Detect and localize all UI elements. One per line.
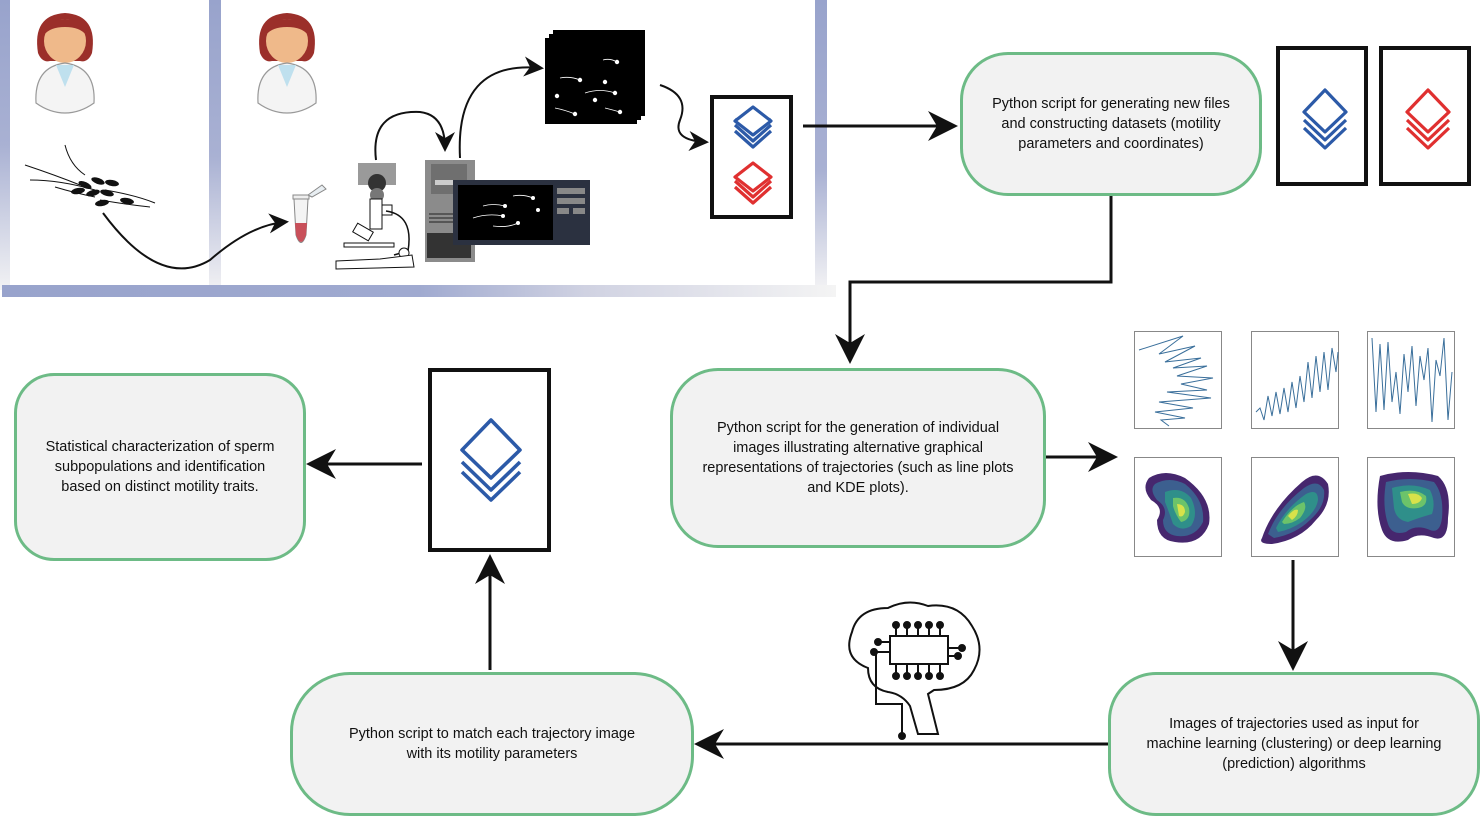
sperm-cells-icon [24,144,156,208]
line-plot-1 [1134,331,1222,429]
layers-stack-icon [733,161,773,205]
line-plot-2 [1251,331,1339,429]
kde-plot-1 [1134,457,1222,557]
image-generation-script-text: Python script for the generation of indi… [702,420,1014,496]
layers-stack-icon [1302,88,1348,150]
panel-bottom-border [2,285,836,297]
match-script-node: Python script to match each trajectory i… [290,672,694,816]
casa-computer-icon [425,160,590,262]
researcher-avatar-icon [257,13,317,114]
video-frames-icon [545,30,645,125]
microscope-camera-icon [335,163,415,270]
trajectory-line [1255,347,1339,421]
panel-left-border [0,0,10,290]
layers-stack-icon [733,105,773,149]
layers-stack-icon [1405,88,1451,150]
dataset-document [710,95,793,219]
dataset-script-text: Python script for generating new files a… [992,96,1230,152]
dataset-document-blue [1276,46,1368,186]
kde-plot-2 [1251,457,1339,557]
trajectory-line [1371,337,1453,423]
eppendorf-tube-icon [292,184,327,243]
statistical-characterization-node: Statistical characterization of sperm su… [14,373,306,561]
trajectory-line [1138,335,1214,427]
match-script-text: Python script to match each trajectory i… [348,726,636,762]
brain-chip-icon [848,601,981,740]
panel-divider [209,0,221,285]
panel-right-border [815,0,827,285]
kde-density [1145,473,1210,543]
dataset-document-red [1379,46,1471,186]
line-plot-3 [1367,331,1455,429]
kde-density [1377,472,1449,542]
ml-input-node: Images of trajectories used as input for… [1108,672,1480,816]
matched-dataset-document [428,368,551,552]
statistical-characterization-text: Statistical characterization of sperm su… [45,439,275,495]
ml-input-text: Images of trajectories used as input for… [1146,716,1442,772]
researcher-avatar-icon [35,13,95,114]
kde-density [1261,475,1329,544]
image-generation-script-node: Python script for the generation of indi… [670,368,1046,548]
layers-stack-icon [460,418,522,502]
kde-plot-3 [1367,457,1455,557]
dataset-script-node: Python script for generating new files a… [960,52,1262,196]
